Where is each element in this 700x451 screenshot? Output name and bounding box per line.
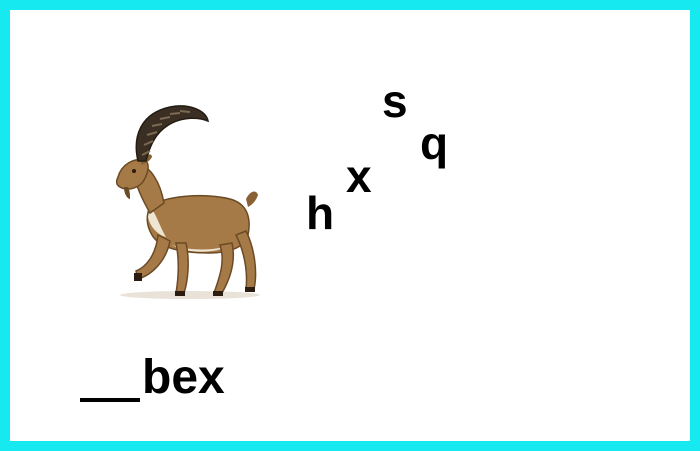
letter-choice-s[interactable]: s	[382, 75, 408, 127]
ibex-illustration-icon	[115, 105, 260, 299]
answer-blank[interactable]	[80, 354, 140, 402]
ibex-picture	[80, 95, 285, 305]
letter-choice-h[interactable]: h	[306, 187, 335, 239]
word-suffix: bex	[142, 351, 225, 404]
letter-choice-q[interactable]: q	[420, 117, 449, 169]
word-prompt: bex	[80, 354, 225, 402]
letter-choice-x[interactable]: x	[346, 150, 372, 202]
